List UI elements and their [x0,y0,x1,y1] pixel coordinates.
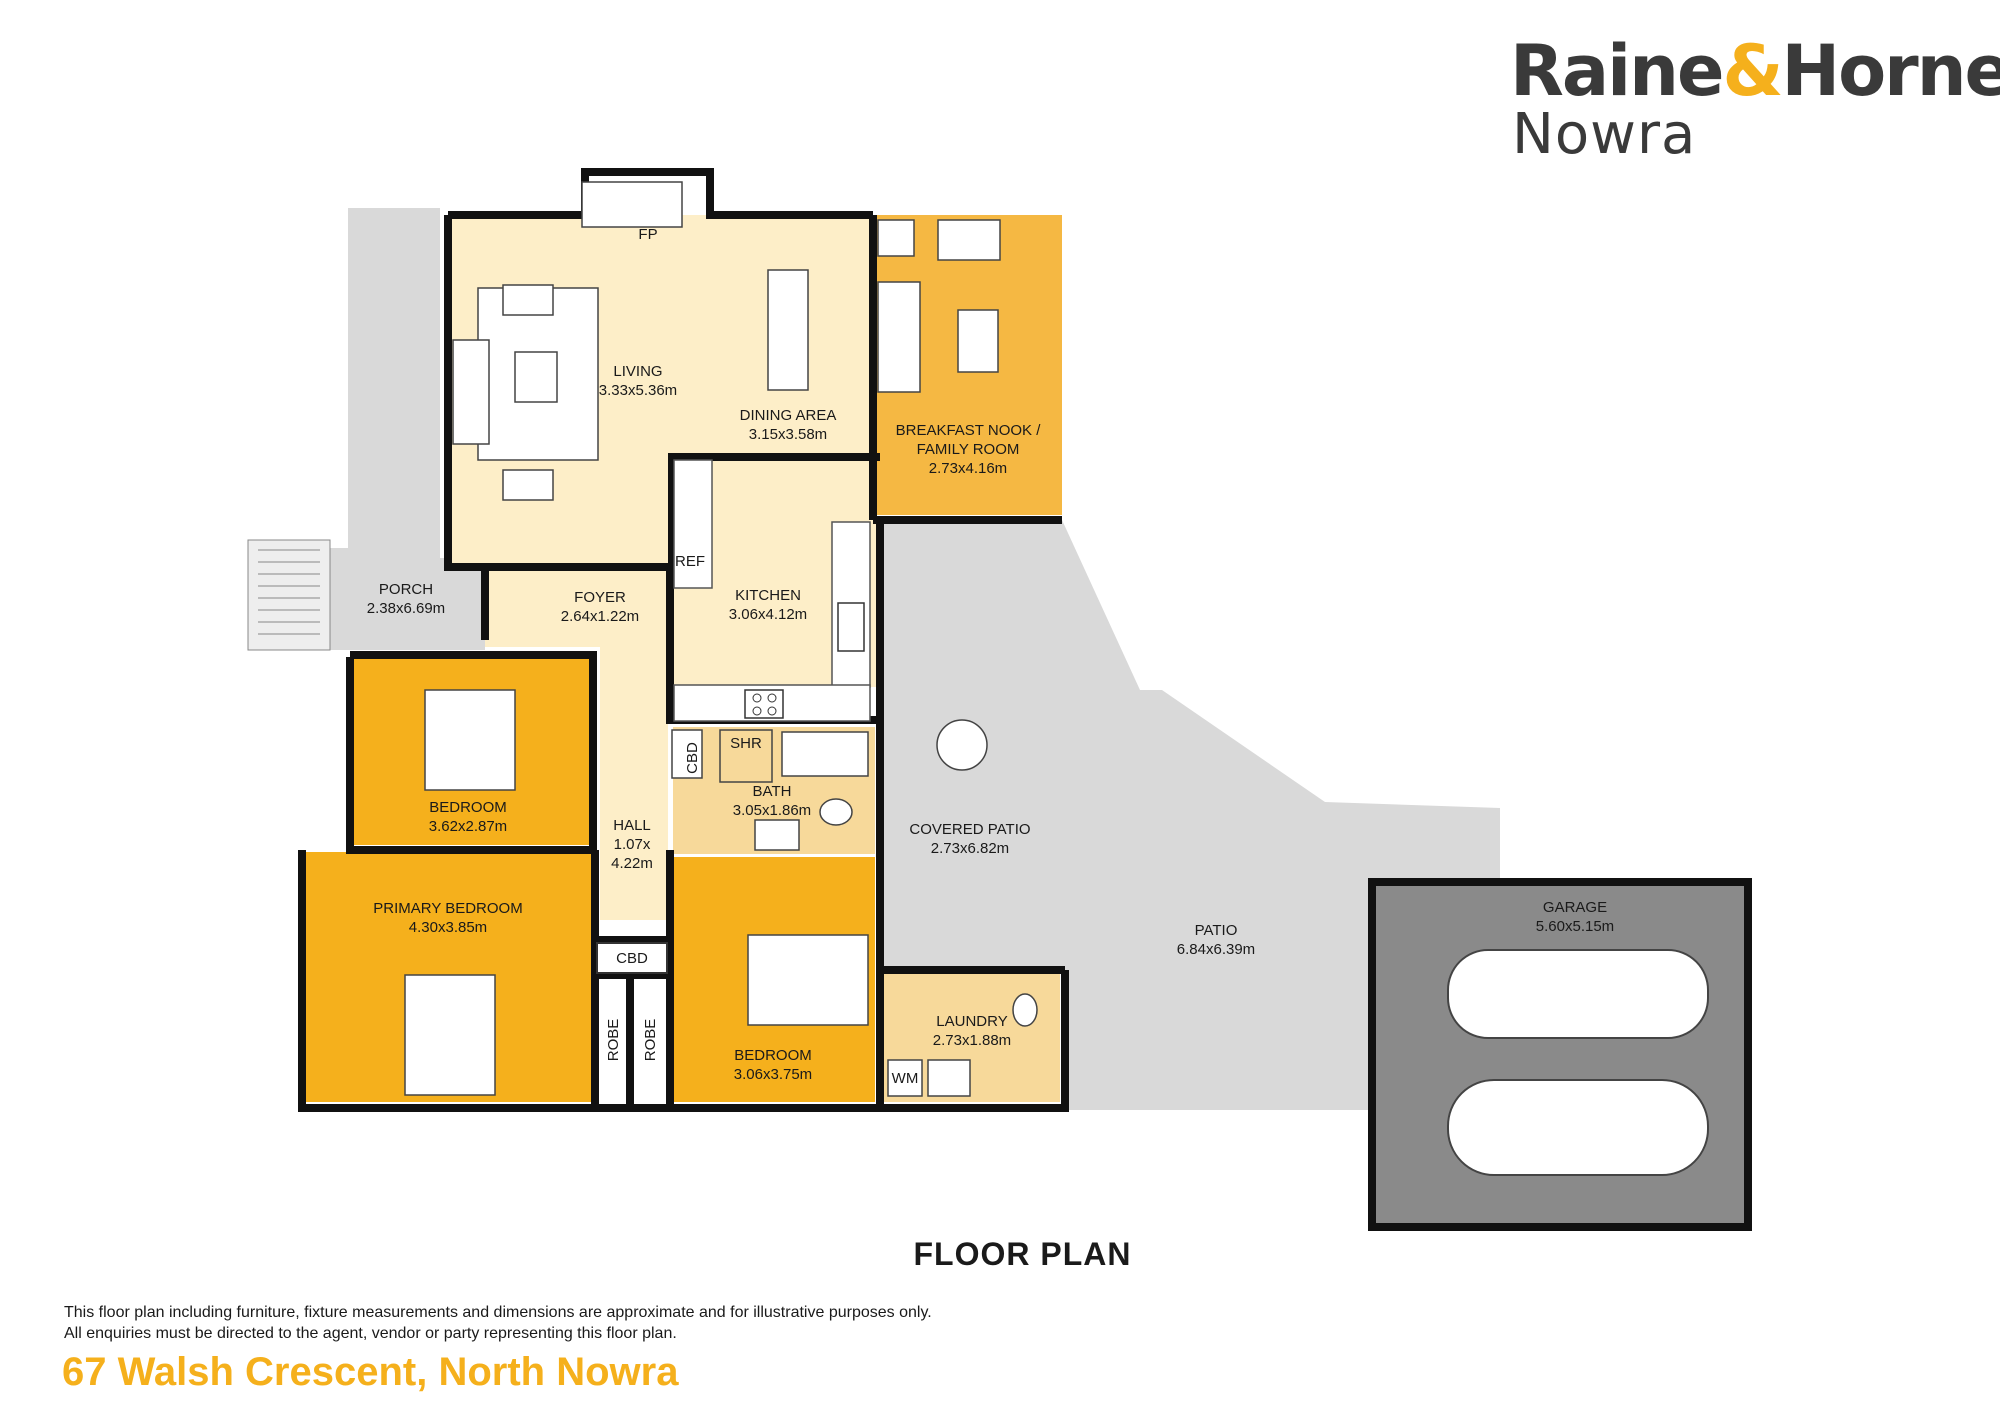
patio-area [1062,520,1500,1110]
room-size-breakfast: 2.73x4.16m [929,460,1007,477]
room-label-covered-patio: COVERED PATIO [909,821,1030,838]
room-size-foyer: 2.64x1.22m [561,608,639,625]
armchair-icon [937,219,1001,261]
room-label-porch: PORCH [379,581,433,598]
brand-logo: Raine&Horne® Nowra [1510,30,2000,170]
table-icon [957,309,999,373]
robe-label-right: ROBE [642,1019,659,1062]
hall-fill [600,640,668,920]
room-label-breakfast-1: BREAKFAST NOOK / [896,422,1042,439]
hall-cupboard [596,942,668,974]
hall-cupboard-label: CBD [616,950,648,967]
room-size-kitchen: 3.06x4.12m [729,606,807,623]
room-size-hall-1: 1.07x [614,836,651,853]
property-address: 67 Walsh Crescent, North Nowra [62,1350,679,1394]
shower-icon [719,729,773,783]
armchair-icon [502,469,554,501]
room-label-primary-bedroom: PRIMARY BEDROOM [373,900,522,917]
patio-table-icon [936,719,988,771]
room-size-living: 3.33x5.36m [599,382,677,399]
cooktop-icon [744,689,784,719]
room-size-hall-2: 4.22m [611,855,653,872]
sink-icon [837,602,865,652]
room-label-garage: GARAGE [1543,899,1607,916]
room-label-kitchen: KITCHEN [735,587,801,604]
fireplace-icon [581,181,683,228]
laundry-tub-icon [927,1059,971,1097]
steps-treads [258,549,320,635]
robe-label-left: ROBE [605,1019,622,1062]
armchair-icon [502,284,554,316]
disclaimer-line-2: All enquiries must be directed to the ag… [64,1325,677,1342]
sofa-icon [877,281,921,393]
floor-plan-title: FLOOR PLAN [913,1236,1132,1272]
room-label-hall: HALL [613,817,651,834]
room-label-bedroom1: BEDROOM [429,799,507,816]
room-label-laundry: LAUNDRY [936,1013,1007,1030]
room-size-bedroom2: 3.06x3.75m [734,1066,812,1083]
toilet-icon [1012,993,1038,1027]
side-table-icon [877,219,915,257]
cupboard-label: CBD [684,742,701,774]
room-label-patio: PATIO [1195,922,1238,939]
coffee-table-icon [514,351,558,403]
room-size-dining: 3.15x3.58m [749,426,827,443]
car-icon [1447,949,1709,1039]
washing-machine-label: WM [892,1070,919,1087]
walls [298,168,1752,1231]
room-label-living: LIVING [613,363,662,380]
bed-icon [747,934,869,1026]
fridge-label: REF [675,553,705,570]
room-label-bath: BATH [753,783,792,800]
toilet-icon [819,798,853,826]
room-label-breakfast-2: FAMILY ROOM [917,441,1020,458]
bed-icon [424,689,516,791]
room-size-covered-patio: 2.73x6.82m [931,840,1009,857]
fireplace-label: FP [638,226,657,243]
porch-area [330,208,485,650]
room-size-bath: 3.05x1.86m [733,802,811,819]
cupboard-icon [671,729,703,779]
foyer-fill [485,567,668,647]
sofa-icon [452,339,490,445]
car-icon [1447,1079,1709,1176]
basin-icon [754,819,800,851]
room-size-porch: 2.38x6.69m [367,600,445,617]
room-size-patio: 6.84x6.39m [1177,941,1255,958]
room-label-bedroom2: BEDROOM [734,1047,812,1064]
porch-steps [247,539,331,651]
disclaimer: This floor plan including furniture, fix… [64,1302,932,1344]
room-size-garage: 5.60x5.15m [1536,918,1614,935]
dining-table-icon [767,269,809,391]
bathtub-icon [781,731,869,777]
room-label-dining: DINING AREA [740,407,837,424]
logo-office: Nowra [1512,102,1697,167]
room-size-bedroom1: 3.62x2.87m [429,818,507,835]
room-size-primary-bedroom: 4.30x3.85m [409,919,487,936]
room-size-laundry: 2.73x1.88m [933,1032,1011,1049]
shower-label: SHR [730,735,762,752]
washing-machine-icon [887,1059,923,1097]
room-label-foyer: FOYER [574,589,626,606]
disclaimer-line-1: This floor plan including furniture, fix… [64,1304,932,1321]
logo-wordmark: Raine&Horne® [1510,30,2000,112]
bed-icon [404,974,496,1096]
